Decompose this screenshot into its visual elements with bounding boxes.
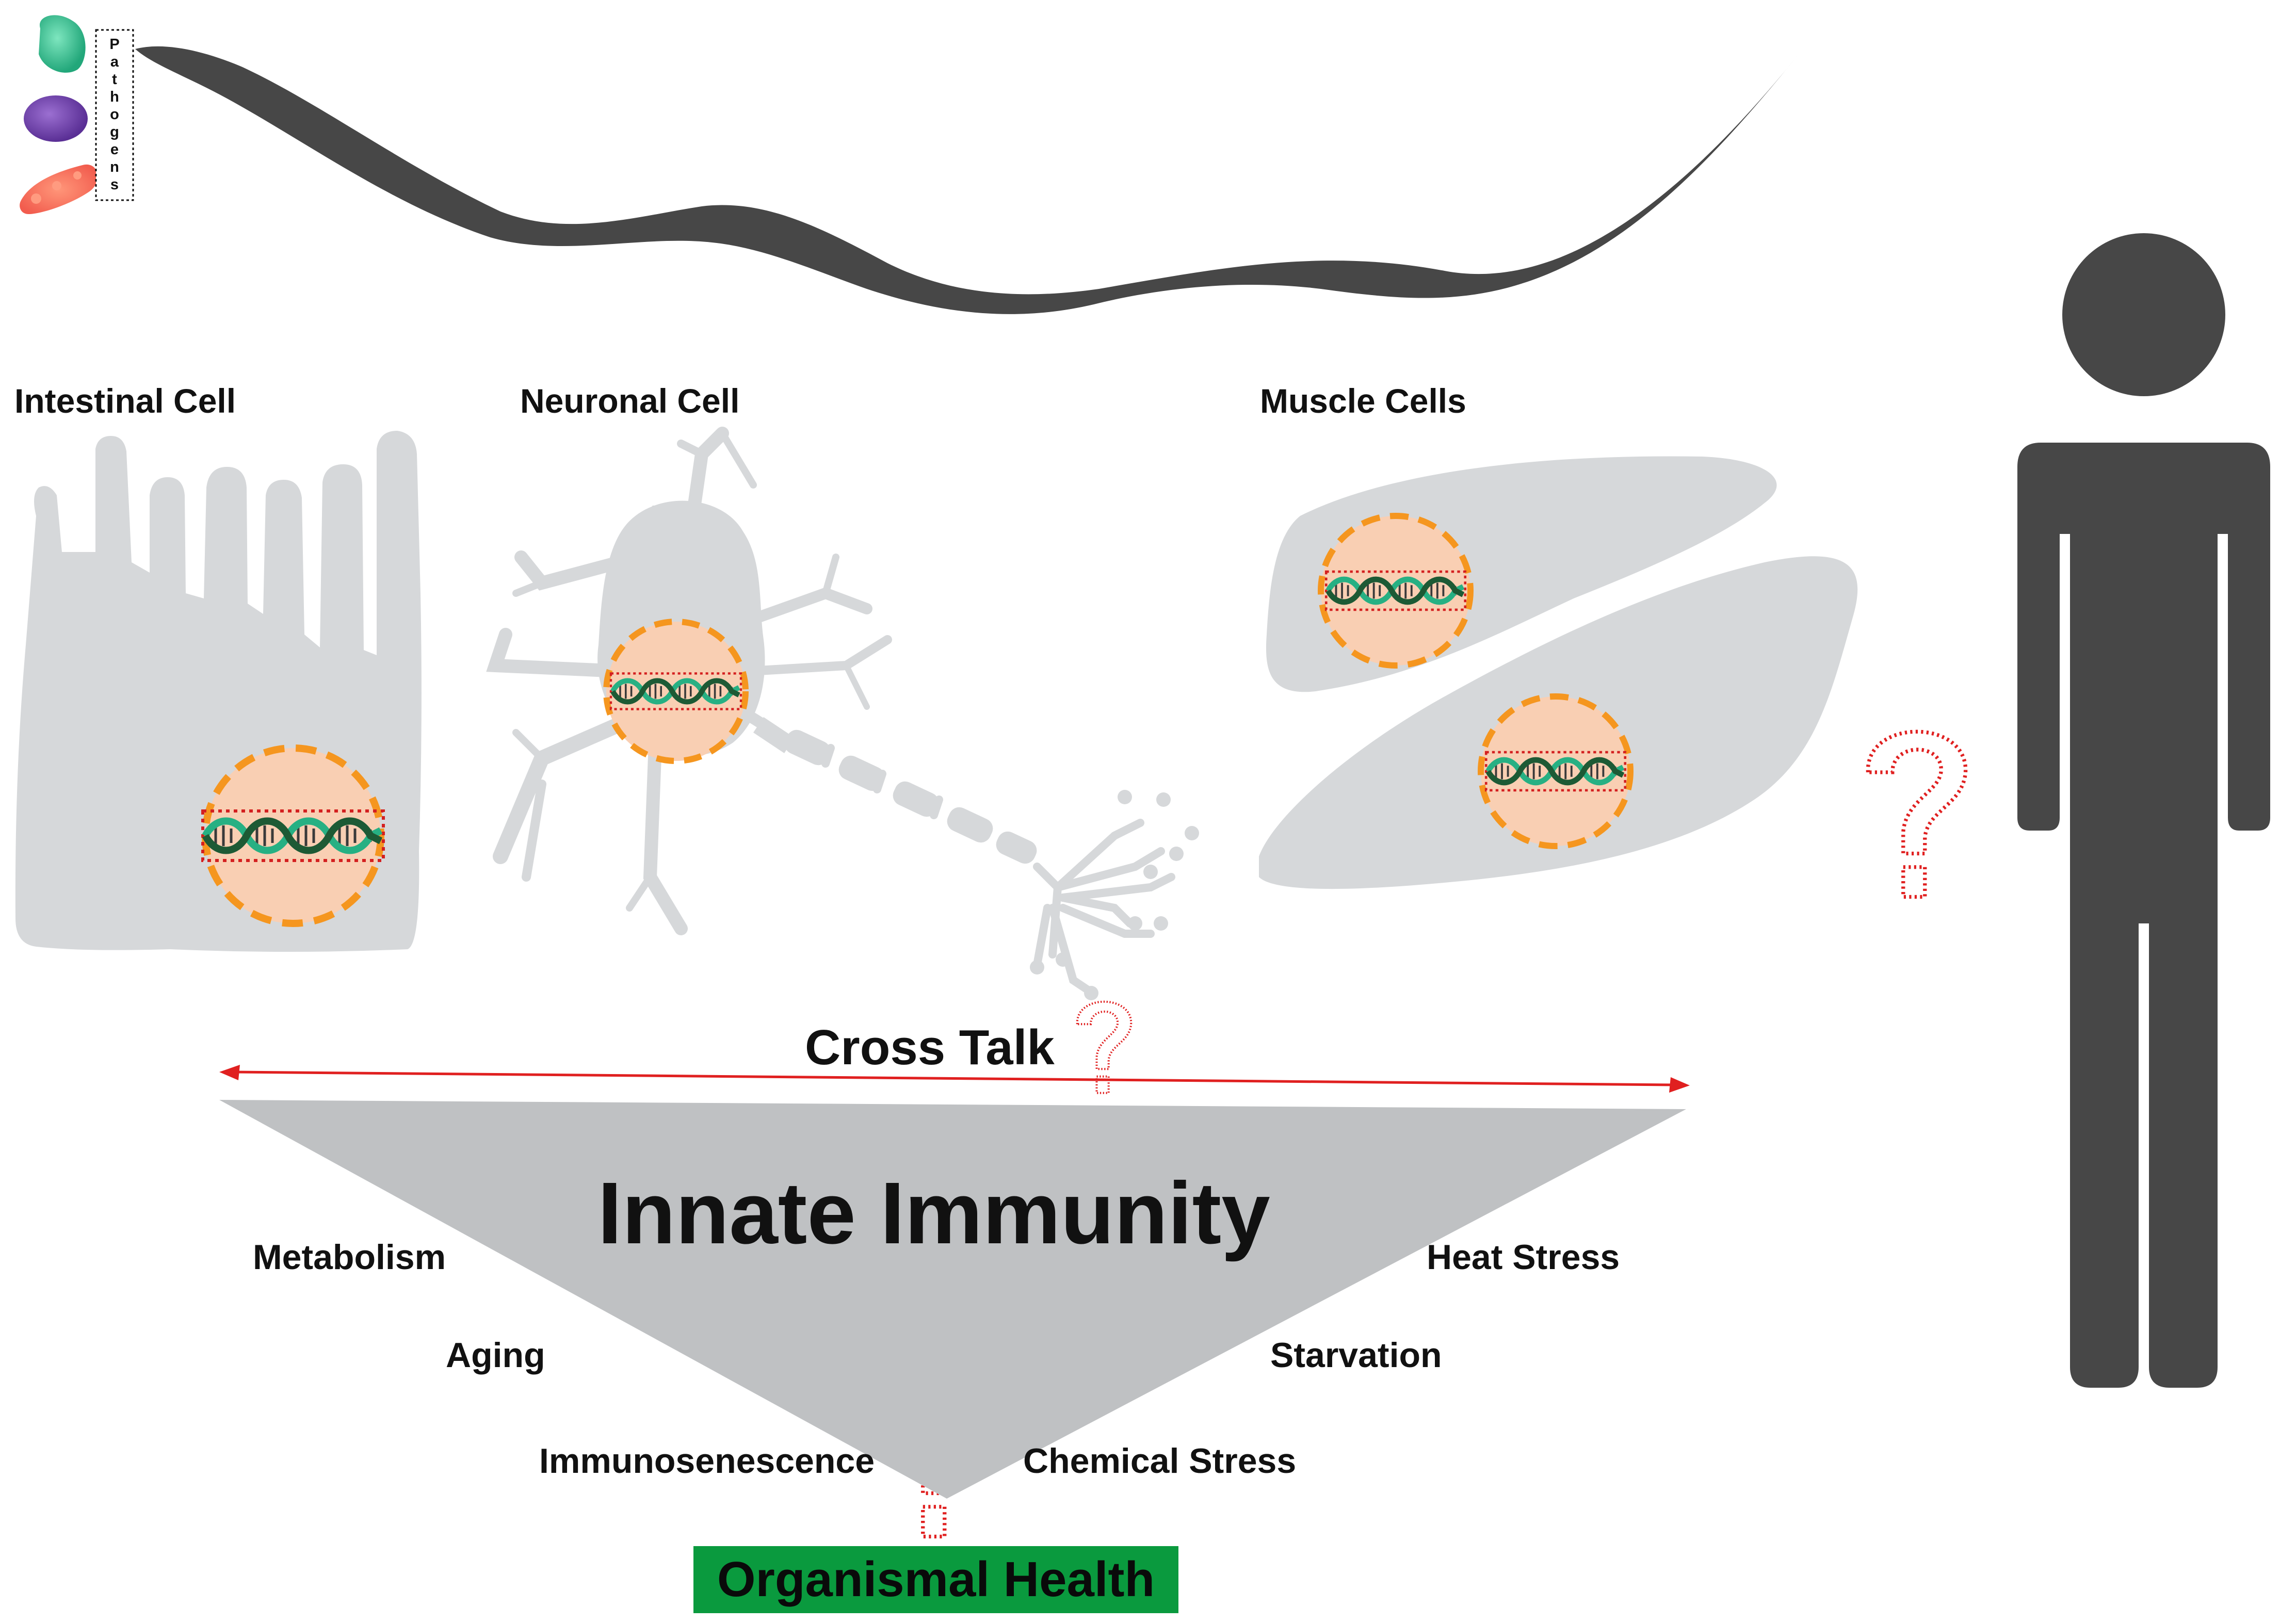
organismal-health-label: Organismal Health [717, 1552, 1155, 1607]
muscle-cells-label: Muscle Cells [1260, 382, 1466, 420]
factor-starvation: Starvation [1270, 1336, 1442, 1375]
cross-talk-label: Cross Talk [805, 1020, 1055, 1075]
intestinal-cell [15, 431, 422, 952]
human-icon [2017, 233, 2270, 1388]
factor-chemical-stress: Chemical Stress [1023, 1441, 1296, 1481]
red-pathogen-icon [20, 164, 98, 214]
purple-pathogen-icon [24, 95, 88, 142]
organismal-health-box: Organismal Health [693, 1546, 1178, 1613]
question-icon [1868, 732, 1965, 897]
cross-talk-arrow [219, 1065, 1690, 1093]
factor-immunosenescence: Immunosenescence [539, 1441, 875, 1481]
innate-immunity-title: Innate Immunity [597, 1164, 1270, 1262]
pathogens-label-box [95, 29, 134, 201]
factor-aging: Aging [446, 1336, 545, 1375]
factor-heat-stress: Heat Stress [1427, 1238, 1620, 1277]
innate-immunity-triangle [219, 1100, 1686, 1499]
factor-metabolism: Metabolism [253, 1238, 446, 1277]
intestinal-cell-label: Intestinal Cell [14, 382, 236, 420]
muscle-cells [1259, 456, 1858, 889]
neuronal-cell [486, 427, 1199, 1000]
worm-icon [135, 46, 1800, 314]
neuronal-cell-label: Neuronal Cell [520, 382, 739, 420]
green-pathogen-icon [39, 15, 86, 73]
